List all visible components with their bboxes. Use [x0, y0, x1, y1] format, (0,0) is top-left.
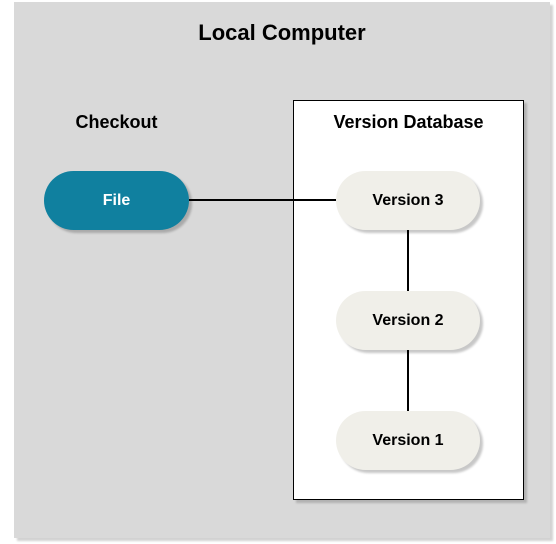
file-node-label: File: [102, 191, 131, 209]
file-node[interactable]: File: [44, 171, 189, 230]
version-3-label: Version 3: [372, 191, 444, 209]
version-2-node[interactable]: Version 2: [336, 291, 480, 350]
checkout-label: Checkout: [75, 112, 158, 132]
version-3-node[interactable]: Version 3: [336, 171, 480, 230]
version-1-label: Version 1: [372, 431, 444, 449]
version-1-node[interactable]: Version 1: [336, 411, 480, 470]
version-database-title: Version Database: [333, 112, 484, 132]
local-computer-title: Local Computer: [198, 20, 366, 45]
version-2-label: Version 2: [372, 311, 444, 329]
